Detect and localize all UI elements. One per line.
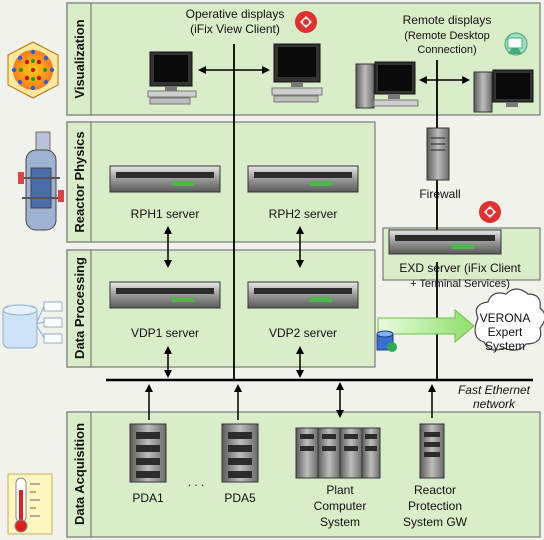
ifix-logo-icon (295, 11, 317, 33)
network-label-1: Fast Ethernet (458, 383, 531, 397)
rph2-server-label: RPH2 server (269, 207, 338, 221)
operative-displays-title: Operative displays (186, 7, 285, 21)
reactor-protection-tower (419, 423, 445, 479)
reactor-vessel-icon (18, 131, 64, 231)
network-label-2: network (473, 397, 516, 411)
exd-server-unit (388, 229, 502, 255)
verona-label-2: Expert (488, 325, 523, 339)
firewall-label: Firewall (419, 187, 460, 201)
firewall-tower (426, 127, 450, 181)
reactor-protection-label-1: Reactor (414, 483, 456, 497)
pda-ellipsis: . . . (188, 475, 205, 489)
layer-label-data-acquisition: Data Acquisition (72, 423, 87, 525)
pda5-rack (221, 423, 259, 483)
plant-computer-label-2: Computer (314, 499, 367, 513)
vdp2-server-label: VDP2 server (269, 326, 337, 340)
remote-display-workstation-2 (473, 69, 534, 113)
database-icon (376, 330, 397, 352)
pda1-label: PDA1 (132, 491, 164, 505)
vdp2-server-unit (247, 281, 359, 309)
remote-displays-title: Remote displays (403, 13, 492, 27)
vdp1-server-unit (109, 281, 221, 309)
rph1-server-unit (109, 165, 221, 193)
data-flow-icon (2, 301, 63, 349)
layer-label-visualization: Visualization (72, 19, 87, 98)
layer-label-reactor-physics: Reactor Physics (72, 131, 87, 232)
operative-display-monitor-1 (147, 51, 197, 105)
verona-cloud (474, 288, 544, 351)
remote-displays-subtitle-2: Connection) (417, 44, 476, 56)
plant-computer-racks (295, 427, 381, 479)
thermometer-icon (7, 473, 53, 535)
pda5-label: PDA5 (224, 491, 256, 505)
operative-display-monitor-2 (271, 43, 323, 103)
remote-displays-subtitle-1: (Remote Desktop (404, 30, 490, 42)
plant-computer-label-3: System (320, 515, 360, 529)
exd-server-label-1: EXD server (iFix Client (399, 261, 521, 275)
plant-computer-label-1: Plant (326, 483, 354, 497)
ifix-logo-exd-icon (479, 201, 501, 223)
rph2-server-unit (247, 165, 359, 193)
pda1-rack (129, 423, 167, 483)
reactor-protection-label-2: Protection (408, 499, 462, 513)
operative-displays-subtitle: (iFix View Client) (190, 22, 280, 36)
reactor-protection-label-3: System GW (403, 515, 468, 529)
rph1-server-label: RPH1 server (131, 207, 200, 221)
verona-label-3: System (485, 339, 525, 353)
reactor-core-map-icon (7, 41, 59, 99)
vdp1-server-label: VDP1 server (131, 326, 199, 340)
layer-label-data-processing: Data Processing (72, 257, 87, 359)
verona-label-1: VERONA (480, 311, 531, 325)
exd-server-label-2: + Terminal Services) (410, 278, 510, 290)
remote-desktop-icon (504, 32, 528, 56)
remote-display-workstation-1 (355, 61, 419, 109)
